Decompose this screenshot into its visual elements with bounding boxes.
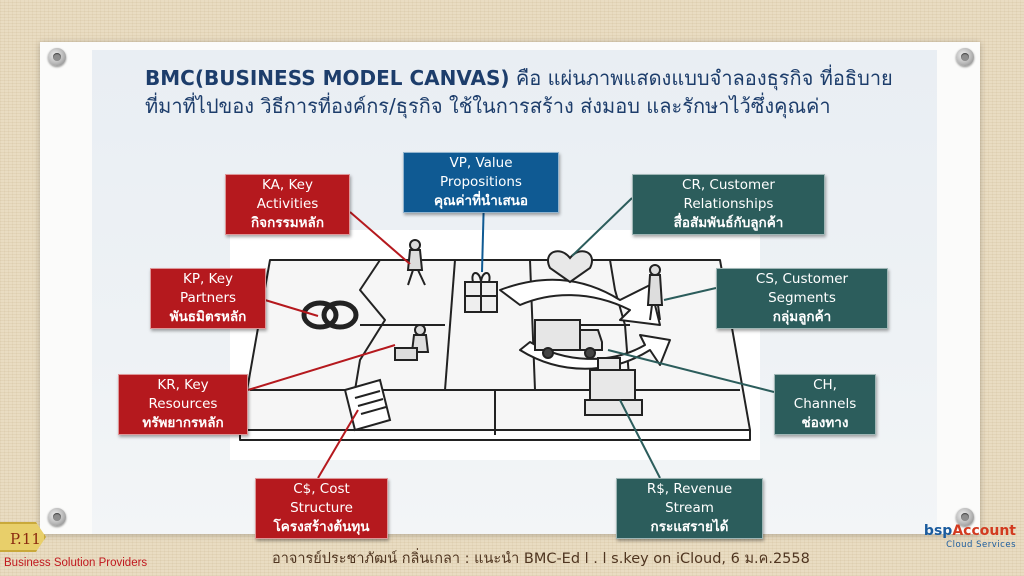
org-name: Business Solution Providers: [4, 557, 148, 569]
label-en: CH, Channels: [793, 377, 857, 412]
label-en: CS, Customer Segments: [755, 271, 849, 306]
label-en: R$, Revenue Stream: [646, 481, 733, 516]
label-key-activities: KA, Key Activities กิจกรรมหลัก: [225, 174, 350, 235]
title-line2: ที่มาที่ไปของ วิธีการที่องค์กร/ธุรกิจ ใช…: [145, 94, 831, 118]
label-customer-segments: CS, Customer Segments กลุ่มลูกค้า: [716, 268, 888, 329]
screw-icon: [48, 508, 66, 526]
logo-main: bsp: [923, 523, 953, 539]
label-th: โครงสร้างต้นทุน: [273, 519, 370, 535]
label-customer-relationships: CR, Customer Relationships สื่อสัมพันธ์ก…: [632, 174, 825, 235]
label-th: กิจกรรมหลัก: [250, 215, 324, 231]
label-channels: CH, Channels ช่องทาง: [774, 374, 876, 435]
label-en: KA, Key Activities: [256, 177, 319, 212]
label-en: C$, Cost Structure: [290, 481, 353, 516]
label-cost-structure: C$, Cost Structure โครงสร้างต้นทุน: [255, 478, 388, 539]
label-th: คุณค่าที่นำเสนอ: [433, 193, 529, 209]
logo-accent: Account: [952, 523, 1016, 539]
title-line1: คือ แผ่นภาพแสดงแบบจำลองธุรกิจ ที่อธิบาย: [509, 66, 893, 90]
screw-icon: [48, 48, 66, 66]
slide-title: BMC(BUSINESS MODEL CANVAS) คือ แผ่นภาพแส…: [145, 64, 935, 120]
screw-icon: [956, 508, 974, 526]
credit-line: อาจารย์ประชาภัฒน์ กลิ่นเกลา : แนะนำ BMC-…: [272, 551, 810, 567]
logo-sub: Cloud Services: [946, 540, 1016, 550]
label-en: VP, Value Propositions: [440, 155, 522, 190]
label-key-resources: KR, Key Resources ทรัพยากรหลัก: [118, 374, 248, 435]
label-revenue-stream: R$, Revenue Stream กระแสรายได้: [616, 478, 763, 539]
logo-text: bspAccount: [924, 523, 1016, 539]
title-bold: BMC(BUSINESS MODEL CANVAS): [145, 66, 510, 90]
label-key-partners: KP, Key Partners พันธมิตรหลัก: [150, 268, 266, 329]
label-value-propositions: VP, Value Propositions คุณค่าที่นำเสนอ: [403, 152, 559, 213]
canvas-illustration: [230, 230, 760, 460]
page-number-tag: P.11: [0, 522, 46, 552]
label-en: KP, Key Partners: [179, 271, 237, 306]
label-th: สื่อสัมพันธ์กับลูกค้า: [673, 215, 784, 231]
label-en: KR, Key Resources: [148, 377, 218, 412]
screw-icon: [956, 48, 974, 66]
label-th: กลุ่มลูกค้า: [772, 309, 832, 325]
label-th: ทรัพยากรหลัก: [142, 415, 224, 431]
label-th: ช่องทาง: [801, 415, 849, 431]
label-en: CR, Customer Relationships: [682, 177, 775, 212]
label-th: พันธมิตรหลัก: [169, 309, 247, 325]
label-th: กระแสรายได้: [650, 519, 729, 535]
bsp-logo: bspAccount Cloud Services: [924, 523, 1024, 575]
